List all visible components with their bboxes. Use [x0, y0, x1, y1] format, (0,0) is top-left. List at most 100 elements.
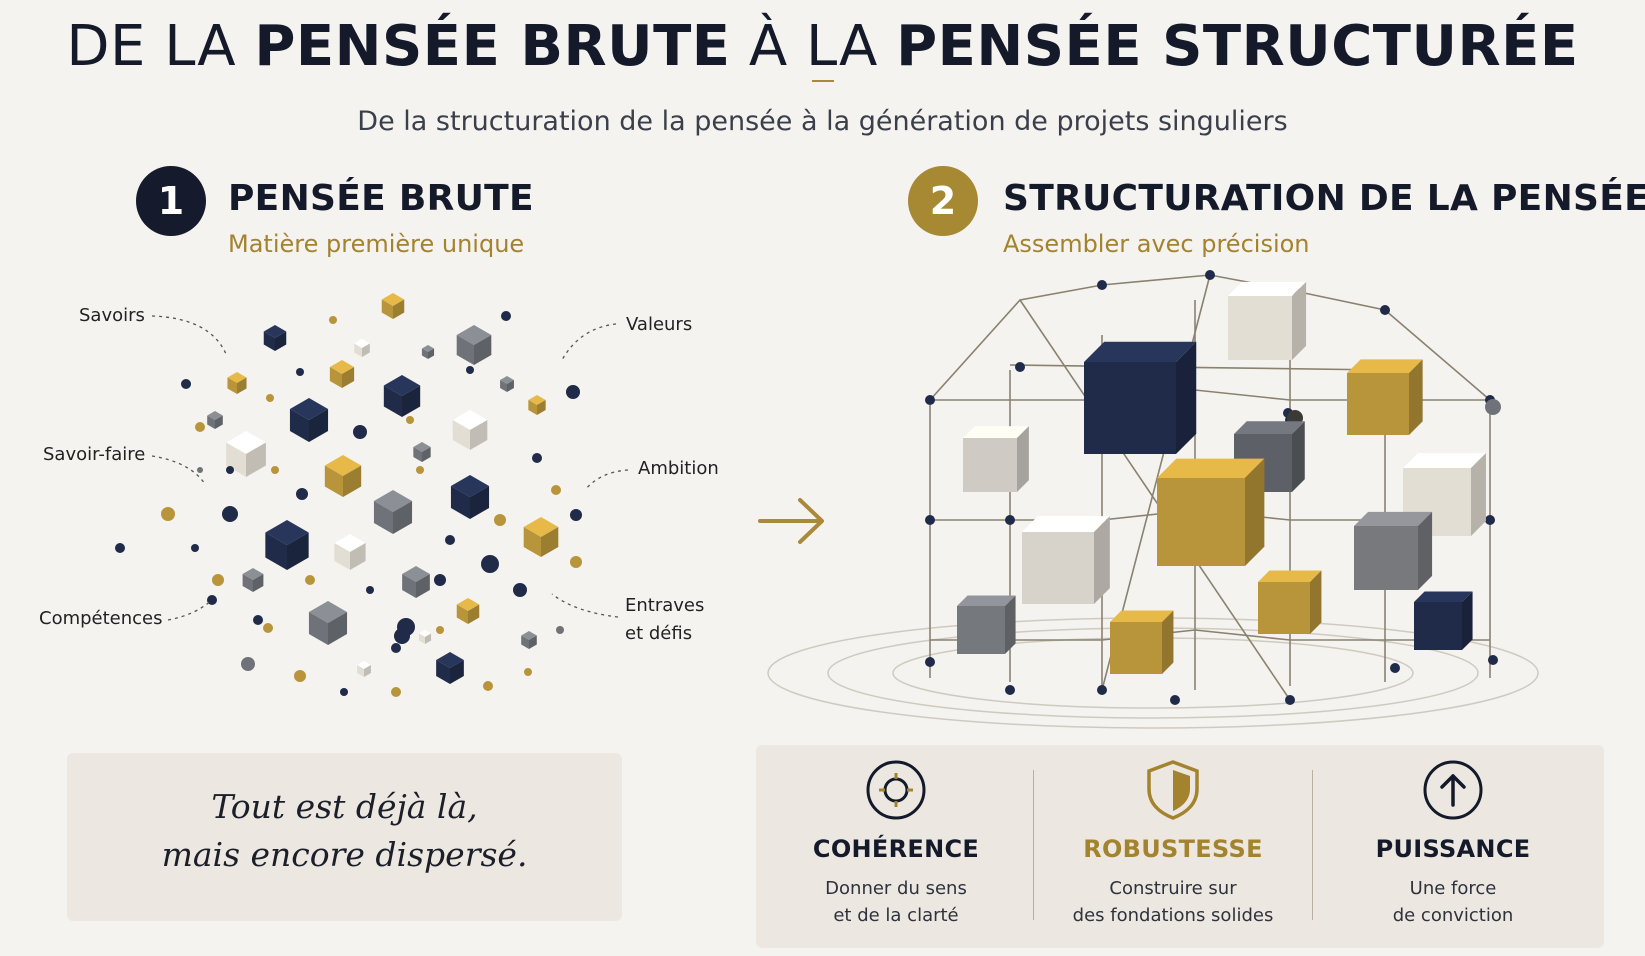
scatter-cube — [265, 520, 309, 570]
lattice-cube — [1258, 570, 1322, 634]
leader-competences — [167, 599, 213, 621]
scatter-sphere — [391, 687, 401, 697]
scatter-cube — [227, 372, 247, 394]
step-2-subtitle: Assembler avec précision — [1003, 230, 1310, 258]
lattice-node — [1205, 270, 1215, 280]
label-competences: Compétences — [39, 608, 163, 629]
leader-valeurs — [561, 323, 617, 361]
scatter-sphere — [296, 368, 304, 376]
scatter-sphere — [494, 514, 506, 526]
scatter-cube — [402, 566, 430, 598]
scatter-sphere — [191, 544, 199, 552]
shield-icon — [1142, 759, 1204, 821]
value-title: ROBUSTESSE — [1083, 835, 1263, 863]
scatter-cube — [456, 325, 492, 365]
scatter-sphere — [212, 574, 224, 586]
scatter-sphere — [524, 668, 532, 676]
scatter-sphere — [353, 425, 367, 439]
scatter-sphere — [481, 555, 499, 573]
lattice-node — [925, 515, 935, 525]
scatter-cube — [413, 442, 431, 462]
scatter-sphere — [226, 466, 234, 474]
scatter-cube — [450, 475, 490, 519]
scatter-sphere — [222, 506, 238, 522]
target-icon — [865, 759, 927, 821]
scatter-sphere — [483, 681, 493, 691]
lattice-node — [1285, 695, 1295, 705]
label-valeurs: Valeurs — [626, 314, 693, 335]
scatter-sphere — [416, 466, 424, 474]
lattice-node — [1005, 685, 1015, 695]
label-savoir-faire: Savoir-faire — [43, 444, 146, 465]
scatter-sphere — [266, 394, 274, 402]
value-description: Une force de conviction — [1392, 878, 1514, 926]
scatter-cube — [381, 293, 405, 319]
scatter-cube — [421, 345, 435, 359]
lattice-node — [1485, 515, 1495, 525]
scatter-cube — [329, 360, 355, 388]
quote-text: Tout est déjà là, mais encore dispersé. — [161, 787, 528, 874]
step-1-subtitle: Matière première unique — [228, 230, 525, 258]
scatter-cube — [500, 376, 514, 392]
scatter-cube — [334, 534, 366, 570]
values-divider — [1033, 770, 1034, 920]
scatter-sphere — [296, 488, 308, 500]
scatter-sphere — [570, 556, 582, 568]
scatter-sphere — [570, 509, 582, 521]
scatter-sphere — [397, 618, 415, 636]
scatter-sphere — [501, 311, 511, 321]
scatter-sphere — [197, 467, 203, 473]
leader-savoirs — [151, 315, 227, 355]
label-entraves: Entraves et défis — [625, 595, 705, 644]
lattice-cube — [1022, 516, 1110, 604]
scatter-sphere — [406, 416, 414, 424]
lattice-cube — [1354, 511, 1433, 590]
scatter-cube — [456, 598, 480, 624]
step-1-title: PENSÉE BRUTE — [228, 178, 534, 219]
lattice-node — [925, 657, 935, 667]
title-divider — [812, 80, 834, 82]
scatter-sphere — [329, 316, 337, 324]
value-description: Donner du sens et de la clarté — [825, 878, 967, 926]
label-ambition: Ambition — [638, 458, 719, 479]
leader-savoir-faire — [151, 455, 206, 485]
scatter-sphere — [241, 657, 255, 671]
lattice-cube — [1414, 591, 1473, 650]
scatter-cube — [383, 375, 421, 417]
scatter-cube — [354, 339, 370, 357]
scatter-cube — [521, 631, 537, 649]
scatter-sphere — [207, 595, 217, 605]
scatter-sphere — [181, 379, 191, 389]
scatter-sphere — [391, 643, 401, 653]
page-subtitle: De la structuration de la pensée à la gé… — [357, 106, 1288, 137]
scatter-sphere — [294, 670, 306, 682]
scatter-cube — [263, 325, 287, 351]
scatter-cube — [523, 517, 559, 557]
scatter-sphere — [195, 422, 205, 432]
scatter-sphere — [513, 583, 527, 597]
scatter-cube — [357, 661, 371, 677]
values-card: COHÉRENCE Donner du sens et de la clarté… — [756, 745, 1604, 948]
label-leaders — [151, 315, 629, 621]
lattice-cube — [957, 595, 1016, 654]
scatter-sphere — [340, 688, 348, 696]
lattice-node — [1485, 399, 1501, 415]
transition-arrow-icon — [758, 498, 824, 544]
scatter-sphere — [532, 453, 542, 463]
step-2-title: STRUCTURATION DE LA PENSÉE — [1003, 178, 1645, 219]
scatter-sphere — [305, 575, 315, 585]
value-robustesse: ROBUSTESSE Construire sur des fondations… — [1039, 759, 1307, 929]
scatter-cube — [308, 601, 348, 645]
value-description: Construire sur des fondations solides — [1072, 878, 1274, 926]
scatter-sphere — [263, 623, 273, 633]
scatter-sphere — [556, 626, 564, 634]
scatter-cube — [436, 652, 464, 684]
lattice-cube — [963, 426, 1029, 492]
scatter-sphere — [271, 466, 279, 474]
lattice-node — [925, 395, 935, 405]
scatter-sphere — [161, 507, 175, 521]
lattice-node — [1488, 655, 1498, 665]
lattice-node — [1005, 515, 1015, 525]
step-1-badge: 1 — [136, 166, 206, 236]
